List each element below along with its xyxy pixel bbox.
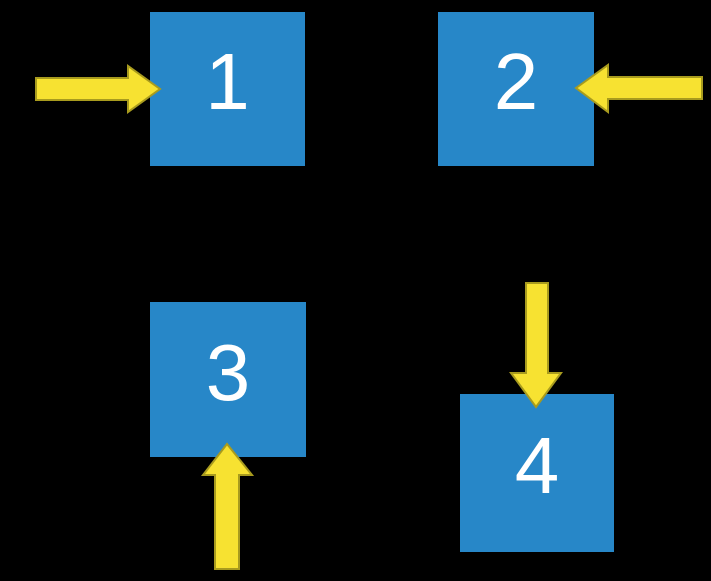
box-2: 2 — [438, 12, 594, 166]
box-3: 3 — [150, 302, 306, 457]
box-4: 4 — [460, 394, 614, 552]
box-4-label: 4 — [514, 421, 560, 510]
box-2-label: 2 — [493, 37, 539, 126]
box-1: 1 — [150, 12, 305, 166]
arrow-down-icon — [509, 282, 563, 409]
box-3-label: 3 — [205, 327, 251, 417]
arrow-left-icon — [574, 63, 703, 114]
arrow-up-icon — [200, 442, 255, 570]
box-1-label: 1 — [205, 37, 250, 126]
arrow-right-icon — [35, 64, 162, 114]
